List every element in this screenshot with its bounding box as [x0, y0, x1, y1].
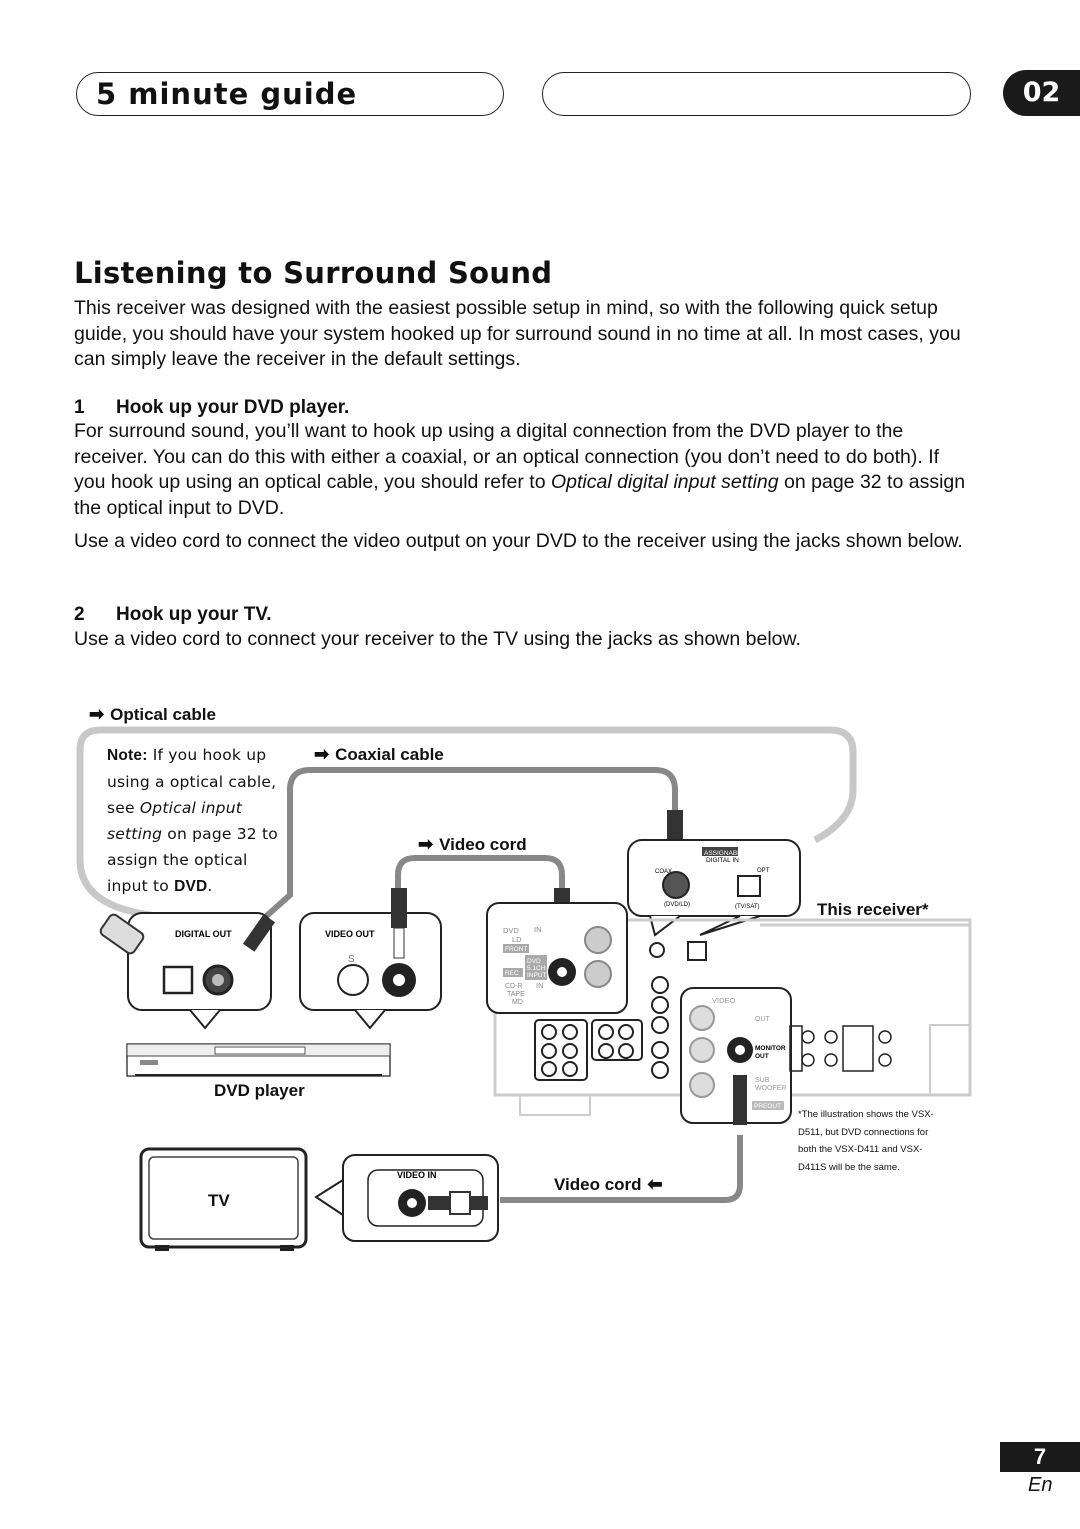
- optical-cable-text: Optical cable: [110, 705, 216, 724]
- tv-video-in-label: VIDEO IN: [397, 1170, 437, 1180]
- section-title: Listening to Surround Sound: [74, 256, 553, 290]
- intro-paragraph: This receiver was designed with the easi…: [74, 297, 961, 370]
- dvd-player-illustration: [126, 1043, 391, 1077]
- coax-plug-dvd: [242, 914, 276, 952]
- opt-label: OPT: [757, 868, 770, 874]
- step-2-title: Hook up your TV.: [116, 604, 272, 625]
- svg-text:DVD: DVD: [527, 958, 541, 965]
- receiver-coax-port: [662, 871, 690, 899]
- step-1-text: For surround sound, you’ll want to hook …: [74, 420, 940, 493]
- receiver-opt-dot: [649, 942, 665, 958]
- step-1-reference: Optical digital input setting: [550, 471, 779, 493]
- note-text-2: on page 32 to assign the optical input t…: [107, 825, 278, 895]
- svg-text:IN: IN: [536, 981, 544, 990]
- step-1-paragraph: For surround sound, you’ll want to hook …: [74, 419, 974, 521]
- optical-cable-line: [76, 726, 857, 934]
- svg-text:MONITOR: MONITOR: [755, 1045, 786, 1052]
- chapter-title: 5 minute guide: [96, 77, 358, 111]
- dvd-video-out-panel: [299, 912, 442, 1011]
- digital-out-pointer: [189, 1009, 221, 1030]
- coaxial-cable-line: [260, 767, 678, 923]
- arrow-left-icon: ⬅: [647, 1174, 663, 1194]
- coaxial-cable-text: Coaxial cable: [335, 745, 444, 764]
- svg-text:SUB: SUB: [755, 1077, 770, 1084]
- arrow-right-icon: ➡: [314, 744, 330, 764]
- svg-text:REC: REC: [505, 970, 519, 977]
- svg-text:CD-R: CD-R: [505, 983, 523, 990]
- step-1-heading: 1 Hook up your DVD player.: [74, 397, 349, 419]
- page-number: 7: [1000, 1442, 1080, 1472]
- speaker-terminals: [789, 1025, 892, 1072]
- s-label: S: [348, 954, 355, 965]
- svg-text:DVD: DVD: [503, 926, 519, 935]
- svg-text:TAPE: TAPE: [507, 991, 525, 998]
- receiver-optical-port: [737, 875, 761, 897]
- tv-sat-label: (TV/SAT): [735, 904, 760, 910]
- note-end: .: [207, 877, 213, 895]
- tv-label: TV: [208, 1191, 230, 1210]
- assignable-label: ASSIGNABLE: [704, 850, 746, 857]
- s-video-port: [337, 964, 369, 996]
- optical-cable-label: ➡ Optical cable: [89, 704, 216, 725]
- tv-video-in-pointer: [314, 1179, 344, 1216]
- step-2-heading: 2 Hook up your TV.: [74, 604, 272, 626]
- dvd-digital-out-panel: [127, 912, 272, 1011]
- note-reference: Optical input setting: [107, 799, 243, 843]
- svg-text:OUT: OUT: [755, 1016, 771, 1023]
- dvd-ld-label: (DVD/LD): [664, 902, 690, 908]
- step-1-number: 1: [74, 397, 85, 418]
- header-blank-frame: [542, 72, 971, 116]
- video-cord-bottom-text: Video cord: [554, 1175, 642, 1194]
- svg-text:VIDEO: VIDEO: [712, 996, 736, 1005]
- step-2-number: 2: [74, 604, 85, 625]
- arrow-right-icon: ➡: [418, 834, 434, 854]
- video-cord-top-label: ➡ Video cord: [418, 834, 527, 855]
- header-title-frame: [76, 72, 504, 116]
- svg-text:INPUT: INPUT: [527, 972, 547, 979]
- video-out-label: VIDEO OUT: [325, 929, 375, 939]
- receiver-jack-cluster: [534, 941, 707, 1081]
- svg-text:PREOUT: PREOUT: [754, 1103, 781, 1110]
- video-cord-top-line: [395, 855, 565, 890]
- optical-plug: [99, 913, 145, 955]
- dvd-player-label: DVD player: [214, 1081, 305, 1100]
- coax-label: COAX: [655, 869, 672, 875]
- step-2-paragraph: Use a video cord to connect your receive…: [74, 628, 801, 650]
- step-1-title: Hook up your DVD player.: [116, 397, 350, 418]
- video-plug-dvd: [391, 888, 407, 928]
- monitor-out-plug: [733, 1075, 747, 1125]
- illustration-caption: *The illustration shows the VSX-D511, bu…: [798, 1109, 934, 1173]
- svg-text:5.1CH: 5.1CH: [527, 965, 546, 972]
- video-cord-top-text: Video cord: [439, 835, 527, 854]
- video-cord-bottom-line: [500, 1135, 743, 1203]
- digital-in-label: DIGITAL IN: [706, 857, 739, 864]
- video-cord-bottom-label: Video cord ⬅: [554, 1174, 669, 1195]
- optical-port: [162, 965, 194, 995]
- svg-text:MD: MD: [512, 999, 523, 1006]
- note-label: Note:: [107, 747, 148, 764]
- optical-note: Note: If you hook up using a optical cab…: [107, 742, 287, 900]
- step-1-text-end: on page 32 to assign the optical input t…: [74, 471, 966, 519]
- svg-text:IN: IN: [534, 925, 542, 934]
- arrow-right-icon: ➡: [89, 704, 105, 724]
- this-receiver-label: This receiver*: [817, 900, 929, 919]
- svg-text:OUT: OUT: [755, 1053, 769, 1060]
- svg-text:WOOFER: WOOFER: [755, 1085, 787, 1092]
- svg-text:FRONT: FRONT: [505, 946, 527, 953]
- coaxial-cable-label: ➡ Coaxial cable: [314, 744, 444, 765]
- tv-illustration: [139, 1147, 308, 1251]
- video-out-pointer: [354, 1009, 386, 1030]
- language-code: En: [1028, 1474, 1053, 1496]
- digital-out-label: DIGITAL OUT: [175, 929, 232, 939]
- step-1-paragraph-2: Use a video cord to connect the video ou…: [74, 530, 963, 552]
- note-text: If you hook up using a optical cable, se…: [107, 746, 277, 817]
- chapter-number-badge: 02: [1003, 70, 1080, 116]
- connection-diagram: DIGITAL OUT VIDEO OUT S ASSIGNABLE DIGIT…: [76, 726, 972, 1251]
- svg-text:LD: LD: [512, 935, 522, 944]
- note-dvd: DVD: [174, 878, 208, 895]
